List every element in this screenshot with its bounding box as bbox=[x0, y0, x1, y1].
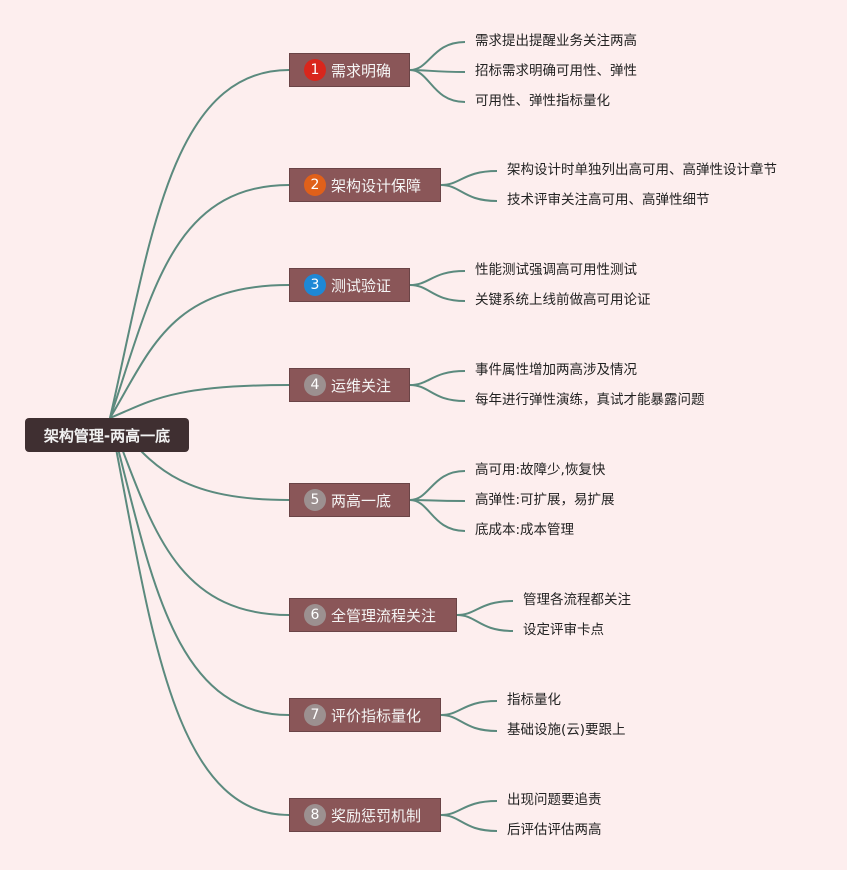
branch-label: 测试验证 bbox=[331, 276, 392, 295]
number-badge-icon: 1 bbox=[304, 59, 326, 81]
leaf-node[interactable]: 高弹性:可扩展，易扩展 bbox=[475, 492, 615, 508]
leaf-node[interactable]: 招标需求明确可用性、弹性 bbox=[475, 63, 637, 79]
branch-leaf-line bbox=[440, 814, 498, 832]
root-node[interactable]: 架构管理-两高一底 bbox=[25, 418, 189, 452]
root-branch-line bbox=[109, 184, 290, 419]
branch-node-4[interactable]: 4 运维关注 bbox=[289, 368, 410, 402]
leaf-node[interactable]: 性能测试强调高可用性测试 bbox=[475, 262, 637, 278]
root-label: 架构管理-两高一底 bbox=[43, 426, 171, 445]
branch-leaf-line bbox=[440, 184, 498, 202]
number-badge-icon: 3 bbox=[304, 274, 326, 296]
root-branch-line bbox=[109, 417, 290, 716]
number-badge-icon: 7 bbox=[304, 704, 326, 726]
branch-node-2[interactable]: 2 架构设计保障 bbox=[289, 168, 441, 202]
number-badge-icon: 4 bbox=[304, 374, 326, 396]
leaf-node[interactable]: 每年进行弹性演练，真试才能暴露问题 bbox=[475, 392, 705, 408]
branch-node-5[interactable]: 5 两高一底 bbox=[289, 483, 410, 517]
number-badge-icon: 8 bbox=[304, 804, 326, 826]
branch-label: 奖励惩罚机制 bbox=[331, 806, 422, 825]
leaf-node[interactable]: 指标量化 bbox=[507, 692, 561, 708]
branch-node-6[interactable]: 6 全管理流程关注 bbox=[289, 598, 457, 632]
branch-leaf-line bbox=[409, 370, 466, 386]
branch-label: 两高一底 bbox=[331, 491, 392, 510]
leaf-node[interactable]: 基础设施(云)要跟上 bbox=[507, 722, 626, 738]
branch-leaf-line bbox=[440, 800, 498, 816]
root-branch-line bbox=[109, 417, 290, 616]
branch-leaf-line bbox=[456, 614, 514, 632]
branch-node-8[interactable]: 8 奖励惩罚机制 bbox=[289, 798, 441, 832]
leaf-node[interactable]: 底成本:成本管理 bbox=[475, 522, 575, 538]
branch-leaf-line bbox=[409, 384, 466, 402]
leaf-node[interactable]: 技术评审关注高可用、高弹性细节 bbox=[507, 192, 710, 208]
branch-leaf-line bbox=[409, 499, 466, 502]
root-branch-line bbox=[109, 284, 290, 419]
branch-leaf-line bbox=[456, 600, 514, 616]
branch-label: 全管理流程关注 bbox=[331, 606, 437, 625]
root-branch-line bbox=[109, 69, 290, 419]
leaf-node[interactable]: 管理各流程都关注 bbox=[523, 592, 631, 608]
branch-node-7[interactable]: 7 评价指标量化 bbox=[289, 698, 441, 732]
number-badge-icon: 5 bbox=[304, 489, 326, 511]
branch-leaf-line bbox=[409, 470, 466, 501]
number-badge-icon: 6 bbox=[304, 604, 326, 626]
branch-label: 需求明确 bbox=[331, 61, 392, 80]
branch-leaf-line bbox=[409, 270, 466, 286]
root-branch-line bbox=[109, 417, 290, 816]
leaf-node[interactable]: 可用性、弹性指标量化 bbox=[475, 93, 610, 109]
branch-label: 架构设计保障 bbox=[331, 176, 422, 195]
branch-leaf-line bbox=[440, 170, 498, 186]
branch-node-3[interactable]: 3 测试验证 bbox=[289, 268, 410, 302]
branch-leaf-line bbox=[409, 69, 466, 103]
leaf-node[interactable]: 关键系统上线前做高可用论证 bbox=[475, 292, 651, 308]
branch-leaf-line bbox=[409, 284, 466, 302]
branch-label: 评价指标量化 bbox=[331, 706, 422, 725]
leaf-node[interactable]: 事件属性增加两高涉及情况 bbox=[475, 362, 637, 378]
leaf-node[interactable]: 架构设计时单独列出高可用、高弹性设计章节 bbox=[507, 162, 777, 178]
branch-leaf-line bbox=[440, 714, 498, 732]
branch-leaf-line bbox=[409, 499, 466, 532]
leaf-node[interactable]: 设定评审卡点 bbox=[523, 622, 604, 638]
leaf-node[interactable]: 出现问题要追责 bbox=[507, 792, 602, 808]
leaf-node[interactable]: 后评估评估两高 bbox=[507, 822, 602, 838]
leaf-node[interactable]: 高可用:故障少,恢复快 bbox=[475, 462, 606, 478]
branch-label: 运维关注 bbox=[331, 376, 392, 395]
branch-leaf-line bbox=[409, 41, 466, 71]
root-branch-line bbox=[109, 384, 290, 419]
branch-node-1[interactable]: 1 需求明确 bbox=[289, 53, 410, 87]
number-badge-icon: 2 bbox=[304, 174, 326, 196]
branch-leaf-line bbox=[440, 700, 498, 716]
leaf-node[interactable]: 需求提出提醒业务关注两高 bbox=[475, 33, 637, 49]
